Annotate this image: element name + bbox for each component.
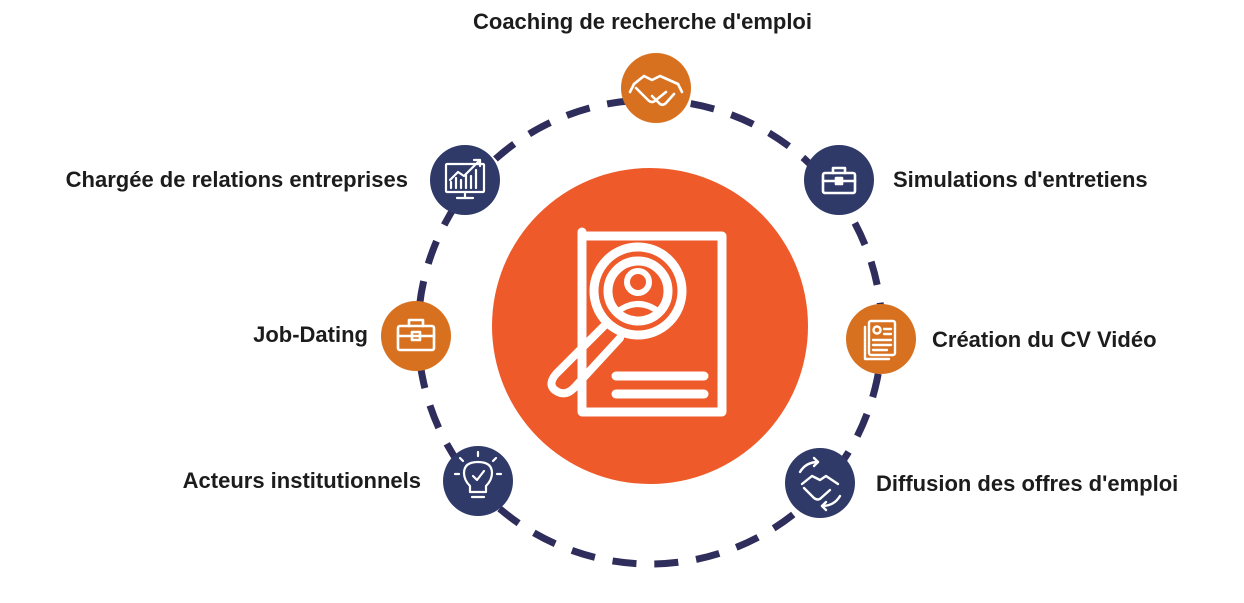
node-job-dating <box>381 301 451 371</box>
node-label-diffusion: Diffusion des offres d'emploi <box>876 471 1179 496</box>
node-label-cv-video: Création du CV Vidéo <box>932 327 1157 352</box>
node-coaching <box>621 53 691 123</box>
resume-icon <box>863 319 897 361</box>
briefcase-icon <box>396 318 436 352</box>
node-circle-acteurs <box>443 446 513 516</box>
node-label-acteurs: Acteurs institutionnels <box>182 468 421 493</box>
node-circle-coaching <box>621 53 691 123</box>
node-label-coaching: Coaching de recherche d'emploi <box>473 9 812 34</box>
lightbulb-icon <box>453 450 503 499</box>
node-cv-video <box>846 304 916 374</box>
node-simulations <box>804 145 874 215</box>
node-acteurs <box>443 446 513 516</box>
node-label-simulations: Simulations d'entretiens <box>893 167 1148 192</box>
document-search-person-icon <box>547 227 727 417</box>
node-relations <box>430 145 500 215</box>
chart-monitor-icon <box>444 158 486 200</box>
center-hub <box>492 168 808 484</box>
center-circle <box>492 168 808 484</box>
handshake-exchange-icon <box>798 456 842 512</box>
briefcase-icon <box>821 166 857 195</box>
node-diffusion <box>785 448 855 518</box>
node-label-job-dating: Job-Dating <box>253 322 368 347</box>
handshake-icon <box>628 74 684 107</box>
node-circle-diffusion <box>785 448 855 518</box>
node-label-relations: Chargée de relations entreprises <box>65 167 408 192</box>
